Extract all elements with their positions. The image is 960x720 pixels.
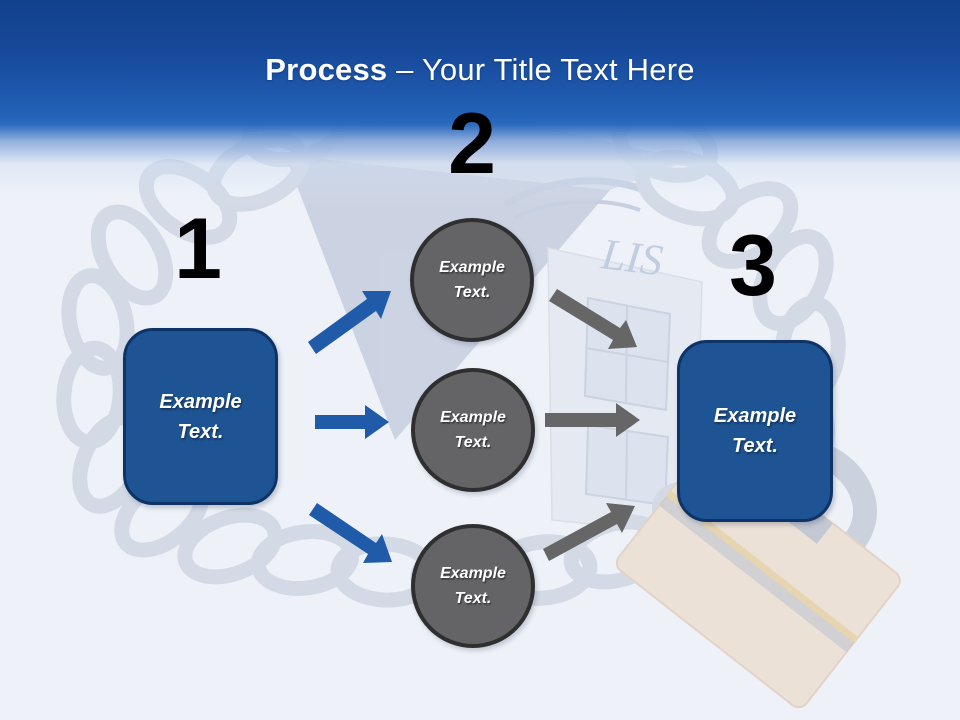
step-number-1: 1 xyxy=(174,201,222,297)
step2-circle-3: Example Text. xyxy=(411,524,535,648)
slide-title: Process – Your Title Text Here xyxy=(0,52,960,88)
step2-circle-2-label: Example Text. xyxy=(440,409,506,451)
title-bold-text: Process xyxy=(265,52,388,87)
step2-circle-1-label: Example Text. xyxy=(439,259,505,301)
step2-circle-3-label: Example Text. xyxy=(440,565,506,607)
step2-circle-2: Example Text. xyxy=(411,368,535,492)
step3-box: Example Text. xyxy=(677,340,833,522)
header-band xyxy=(0,0,960,205)
house-logo-text: LIS xyxy=(598,229,666,285)
step1-box-label: Example Text. xyxy=(159,390,242,443)
step3-box-label: Example Text. xyxy=(713,405,797,457)
step2-circle-1: Example Text. xyxy=(410,218,534,342)
title-regular-text: – Your Title Text Here xyxy=(396,52,695,87)
step-number-2: 2 xyxy=(448,96,496,192)
step1-box: Example Text. xyxy=(123,328,278,505)
step-number-3: 3 xyxy=(729,218,777,314)
